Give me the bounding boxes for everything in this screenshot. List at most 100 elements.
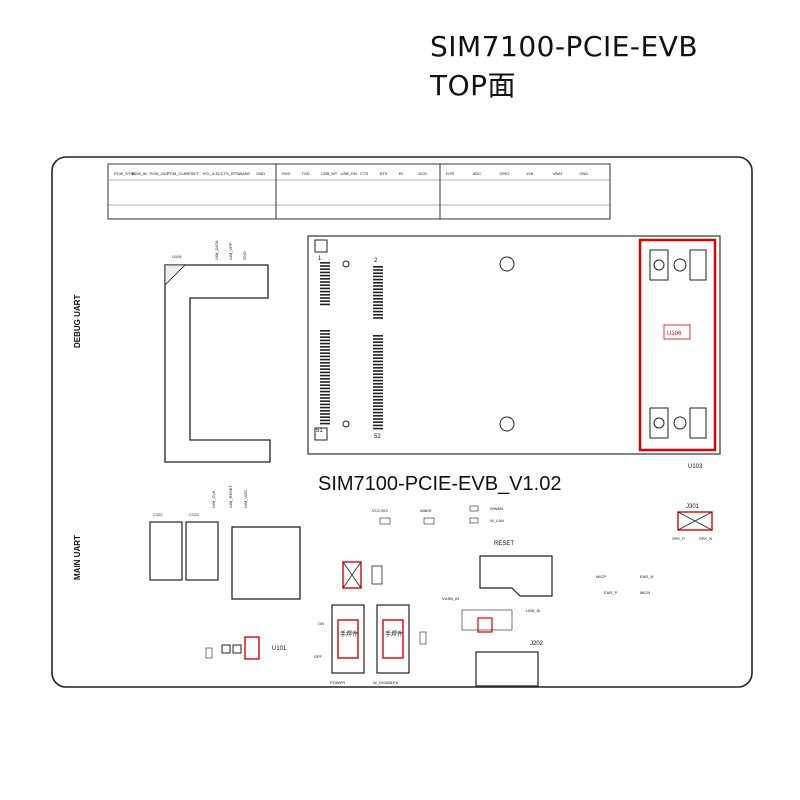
reset-button-footprint: RESET: [479, 541, 553, 597]
svg-text:UIM_RESET: UIM_RESET: [228, 485, 233, 508]
header-middle-pin-label: USB_DN: [341, 171, 357, 176]
uim-pin-labels: UIM_DATA UIM_VPP GND: [214, 240, 247, 260]
u106-label: U106: [667, 331, 682, 337]
edge-pin: [373, 389, 383, 391]
edge-pin: [320, 413, 330, 415]
svg-text:RESET: RESET: [494, 541, 514, 547]
svg-text:C122: C122: [153, 512, 163, 517]
edge-pin: [373, 383, 383, 385]
edge-pin: [373, 344, 383, 347]
edge-pin: [320, 394, 330, 396]
board-outline: [51, 156, 753, 688]
header-middle-pin-label: CTS: [360, 171, 368, 176]
header-left-pin-label: PCM_IN: [132, 171, 147, 176]
edge-pin: [320, 400, 330, 402]
u101-label: U101: [272, 646, 287, 652]
edge-pin: [373, 282, 383, 284]
edge-pin: [373, 392, 383, 395]
header-right-pin-label: VBAT: [553, 171, 564, 176]
edge-pin: [320, 300, 330, 302]
svg-text:UIM_VDD: UIM_VDD: [243, 490, 248, 508]
edge-pin: [320, 303, 330, 306]
header-right-pin-label: DTR: [446, 171, 454, 176]
edge-pin: [320, 274, 330, 277]
sim-card-holder: U104: [164, 254, 271, 463]
svg-text:手焊件: 手焊件: [340, 630, 358, 638]
edge-pin: [320, 287, 330, 290]
svg-text:J301: J301: [686, 504, 700, 510]
header-middle-pin-label: RXD: [282, 171, 291, 176]
edge-pin: [320, 406, 330, 409]
edge-pin: [373, 269, 383, 271]
header-left-pin-label: GND: [256, 171, 265, 176]
svg-text:ON: ON: [318, 621, 324, 626]
edge-pin: [320, 342, 330, 345]
edge-pin: [320, 381, 330, 383]
debug-uart-label: DEBUG UART: [73, 295, 82, 348]
gnd-label: GND: [242, 251, 247, 260]
edge-pin: [320, 336, 330, 338]
header-left-pin-label: PCI_3.3V: [203, 171, 220, 176]
edge-pin: [373, 338, 383, 340]
ear-n-label: EAR_N: [640, 574, 653, 579]
edge-pin: [373, 411, 383, 414]
edge-pin: [373, 427, 383, 430]
svg-text:W_DISABLE#: W_DISABLE#: [373, 680, 399, 685]
edge-pin: [373, 304, 383, 306]
edge-pin: [320, 387, 330, 390]
edge-pin: [373, 421, 383, 423]
edge-pin: [320, 349, 330, 351]
edge-pin: [320, 352, 330, 354]
edge-pin: [320, 333, 330, 335]
edge-pin: [373, 379, 383, 382]
edge-pin: [373, 294, 383, 297]
edge-pin: [320, 378, 330, 380]
edge-pin: [373, 298, 383, 300]
edge-pin: [373, 341, 383, 343]
ear-p-label: EAR_P: [604, 590, 617, 595]
edge-pin: [320, 371, 330, 374]
edge-pin: [320, 355, 330, 358]
header-left-pin-label: RESET: [185, 171, 199, 176]
header-right-pin-label: GPIO: [499, 171, 509, 176]
svg-text:手焊件: 手焊件: [385, 630, 403, 638]
edge-pin: [320, 346, 330, 348]
page-title-line1: SIM7100-PCIE-EVB: [430, 30, 699, 63]
pin-1-label: 1: [318, 256, 322, 262]
edge-pin: [373, 275, 383, 278]
capacitor-c123: C123: [185, 512, 219, 581]
edge-pin: [320, 374, 330, 377]
u104-label: U104: [172, 254, 182, 259]
header-left-pin-label: PCM_SYNC: [114, 171, 136, 176]
j202-label: J202: [530, 641, 544, 647]
header-right-pin-label: GND: [579, 171, 588, 176]
edge-pin: [320, 422, 330, 425]
edge-pin: [320, 281, 330, 283]
main-uart-chip: [231, 526, 301, 600]
edge-pin: [320, 297, 330, 299]
edge-pin: [373, 402, 383, 404]
edge-pin: [320, 265, 330, 267]
main-uart-label: MAIN UART: [73, 535, 82, 580]
edge-pin: [320, 284, 330, 286]
edge-pin: [373, 351, 383, 353]
edge-pin: [320, 262, 330, 264]
edge-pin: [373, 373, 383, 375]
svg-text:VUSB_IN: VUSB_IN: [442, 596, 459, 601]
edge-pin: [320, 268, 330, 270]
header-middle-pin-label: DCD: [419, 171, 428, 176]
edge-pin: [320, 271, 330, 274]
edge-pin: [373, 317, 383, 319]
edge-pin: [320, 397, 330, 399]
header-left-pin-label: WAKE: [238, 171, 250, 176]
uim-vpp-label: UIM_VPP: [228, 242, 233, 260]
header-right-pin-label: 1V8: [526, 171, 534, 176]
page-title-line2: TOP面: [430, 69, 517, 102]
edge-pin: [320, 390, 330, 393]
capacitor-c122: C122: [149, 512, 183, 581]
edge-pin: [373, 354, 383, 356]
header-left-pin-label: PCM_OUT: [150, 171, 170, 176]
edge-pin: [373, 285, 383, 287]
